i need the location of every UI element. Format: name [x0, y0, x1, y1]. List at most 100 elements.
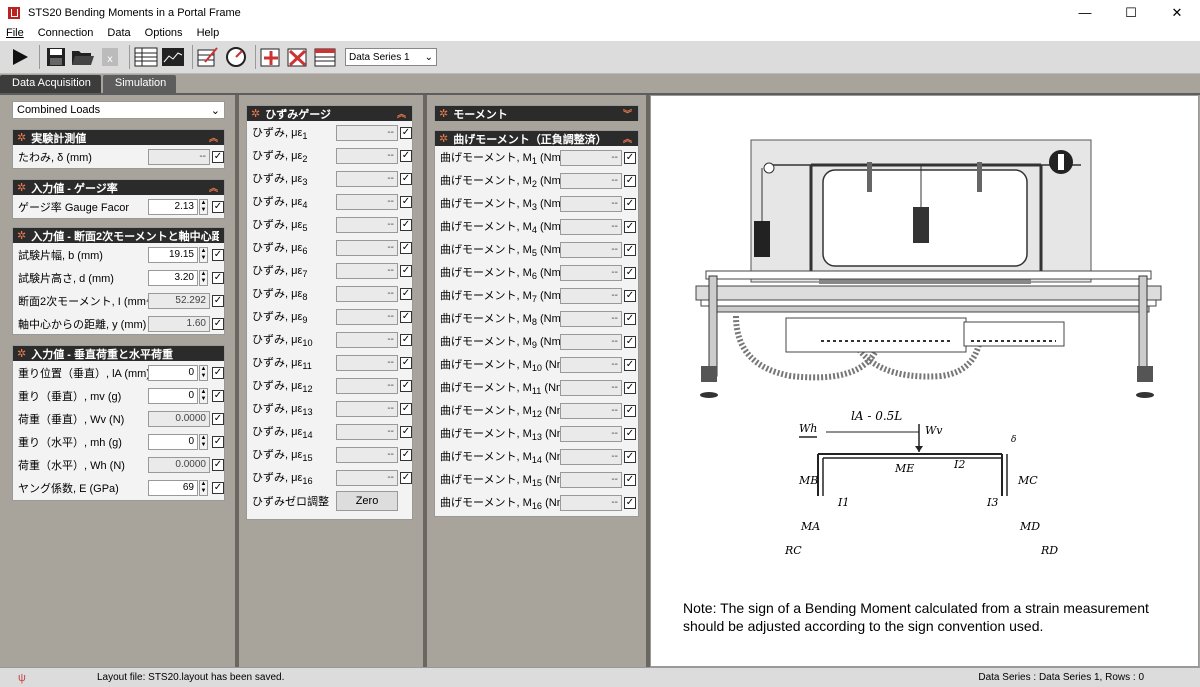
strain-checkbox[interactable]: ✓	[400, 149, 412, 162]
excel-export-icon[interactable]: x	[98, 45, 122, 69]
moment-checkbox[interactable]: ✓	[624, 473, 636, 486]
open-folder-icon[interactable]	[71, 45, 95, 69]
vertical-mass-checkbox[interactable]: ✓	[212, 389, 224, 402]
save-icon[interactable]	[44, 45, 68, 69]
graph-view-icon[interactable]	[161, 45, 185, 69]
strain-checkbox[interactable]: ✓	[400, 287, 412, 300]
chevron-up-icon[interactable]: ︽	[208, 183, 218, 193]
strain-checkbox[interactable]: ✓	[400, 310, 412, 323]
load-row: 荷重（垂直）, Wv (N)0.0000✓	[13, 407, 224, 430]
youngs-modulus-checkbox[interactable]: ✓	[212, 481, 224, 494]
moment-value: --	[560, 471, 622, 488]
maximize-button[interactable]: ☐	[1125, 4, 1137, 20]
moment-checkbox[interactable]: ✓	[624, 243, 636, 256]
strain-checkbox[interactable]: ✓	[400, 264, 412, 277]
deflection-checkbox[interactable]: ✓	[212, 150, 224, 163]
vertical-position-checkbox[interactable]: ✓	[212, 366, 224, 379]
gauge-factor-input[interactable]: 2.13	[148, 198, 198, 215]
menu-connection[interactable]: Connection	[37, 27, 94, 39]
menu-file[interactable]: File	[6, 27, 24, 39]
width-checkbox[interactable]: ✓	[212, 248, 224, 261]
play-icon[interactable]	[8, 45, 32, 69]
moment-checkbox[interactable]: ✓	[624, 197, 636, 210]
horizontal-mass-input[interactable]: 0	[148, 433, 198, 450]
moment-checkbox[interactable]: ✓	[624, 151, 636, 164]
height-spinner[interactable]: ▲▼	[199, 269, 208, 286]
chevron-up-icon[interactable]: ︽	[208, 133, 218, 143]
moment-checkbox[interactable]: ✓	[624, 450, 636, 463]
moment-value: --	[560, 402, 622, 419]
column-divider[interactable]	[646, 95, 650, 667]
load-case-select[interactable]: Combined Loads ⌄	[12, 101, 225, 119]
horizontal-load-checkbox[interactable]: ✓	[212, 458, 224, 471]
neutral-axis-checkbox[interactable]: ✓	[212, 317, 224, 330]
moment-label: 曲げモーメント, M6 (Nm)	[440, 266, 565, 282]
data-series-select[interactable]: Data Series 1 ⌄	[345, 48, 437, 66]
minimize-button[interactable]: —	[1078, 5, 1092, 20]
diagram-panel: lA - 0.5L Wv Wh MB ME I2 MC I1 I3 MA MD …	[650, 95, 1199, 667]
moment-checkbox[interactable]: ✓	[624, 220, 636, 233]
vertical-load-checkbox[interactable]: ✓	[212, 412, 224, 425]
strain-checkbox[interactable]: ✓	[400, 333, 412, 346]
strain-checkbox[interactable]: ✓	[400, 218, 412, 231]
vertical-position-spinner[interactable]: ▲▼	[199, 364, 208, 381]
table-view-icon[interactable]	[134, 45, 158, 69]
menu-data[interactable]: Data	[107, 27, 131, 39]
menu-options[interactable]: Options	[144, 27, 183, 39]
youngs-modulus-input[interactable]: 69	[148, 479, 198, 496]
moment-checkbox[interactable]: ✓	[624, 404, 636, 417]
strain-checkbox[interactable]: ✓	[400, 241, 412, 254]
strain-checkbox[interactable]: ✓	[400, 172, 412, 185]
moment-checkbox[interactable]: ✓	[624, 289, 636, 302]
chevron-up-icon[interactable]: ︽	[622, 134, 632, 144]
moment-checkbox[interactable]: ✓	[624, 358, 636, 371]
gauge-factor-label: ゲージ率 Gauge Facor	[18, 201, 130, 214]
strain-checkbox[interactable]: ✓	[400, 448, 412, 461]
zero-button[interactable]: Zero	[336, 491, 398, 511]
youngs-modulus-spinner[interactable]: ▲▼	[199, 479, 208, 496]
gauge-icon[interactable]	[224, 45, 248, 69]
moment-checkbox[interactable]: ✓	[624, 381, 636, 394]
vertical-mass-spinner[interactable]: ▲▼	[199, 387, 208, 404]
moment-of-inertia-checkbox[interactable]: ✓	[212, 294, 224, 307]
strain-checkbox[interactable]: ✓	[400, 379, 412, 392]
moment-checkbox[interactable]: ✓	[624, 266, 636, 279]
chevron-up-icon[interactable]: ︽	[396, 109, 406, 119]
strain-value: --	[336, 377, 398, 394]
height-input[interactable]: 3.20	[148, 269, 198, 286]
add-row-icon[interactable]	[260, 45, 284, 69]
vertical-position-input[interactable]: 0	[148, 364, 198, 381]
strain-checkbox[interactable]: ✓	[400, 195, 412, 208]
strain-checkbox[interactable]: ✓	[400, 402, 412, 415]
moment-checkbox[interactable]: ✓	[624, 312, 636, 325]
strain-checkbox[interactable]: ✓	[400, 471, 412, 484]
moment-checkbox[interactable]: ✓	[624, 335, 636, 348]
strain-checkbox[interactable]: ✓	[400, 356, 412, 369]
delete-row-icon[interactable]	[287, 45, 311, 69]
tab-simulation[interactable]: Simulation	[102, 75, 177, 93]
tab-data-acquisition[interactable]: Data Acquisition	[0, 75, 101, 93]
column-divider[interactable]	[235, 95, 239, 667]
edit-table-icon[interactable]	[197, 45, 221, 69]
horizontal-mass-checkbox[interactable]: ✓	[212, 435, 224, 448]
strain-checkbox[interactable]: ✓	[400, 425, 412, 438]
strain-row: ひずみ, με2--✓	[247, 144, 412, 167]
moment-row: 曲げモーメント, M9 (Nm)--✓	[435, 330, 638, 353]
width-spinner[interactable]: ▲▼	[199, 246, 208, 263]
width-input[interactable]: 19.15	[148, 246, 198, 263]
strain-row: ひずみ, με16--✓	[247, 466, 412, 489]
series-table-icon[interactable]	[314, 45, 338, 69]
close-button[interactable]: ✕	[1171, 4, 1183, 20]
column-divider[interactable]	[423, 95, 427, 667]
moment-checkbox[interactable]: ✓	[624, 496, 636, 509]
strain-checkbox[interactable]: ✓	[400, 126, 412, 139]
horizontal-mass-spinner[interactable]: ▲▼	[199, 433, 208, 450]
gauge-factor-spinner[interactable]: ▲▼	[199, 198, 208, 215]
vertical-mass-input[interactable]: 0	[148, 387, 198, 404]
menu-help[interactable]: Help	[196, 27, 220, 39]
moment-checkbox[interactable]: ✓	[624, 427, 636, 440]
chevron-down-icon[interactable]: ︾	[622, 109, 632, 119]
gauge-factor-checkbox[interactable]: ✓	[212, 200, 224, 213]
moment-checkbox[interactable]: ✓	[624, 174, 636, 187]
height-checkbox[interactable]: ✓	[212, 271, 224, 284]
